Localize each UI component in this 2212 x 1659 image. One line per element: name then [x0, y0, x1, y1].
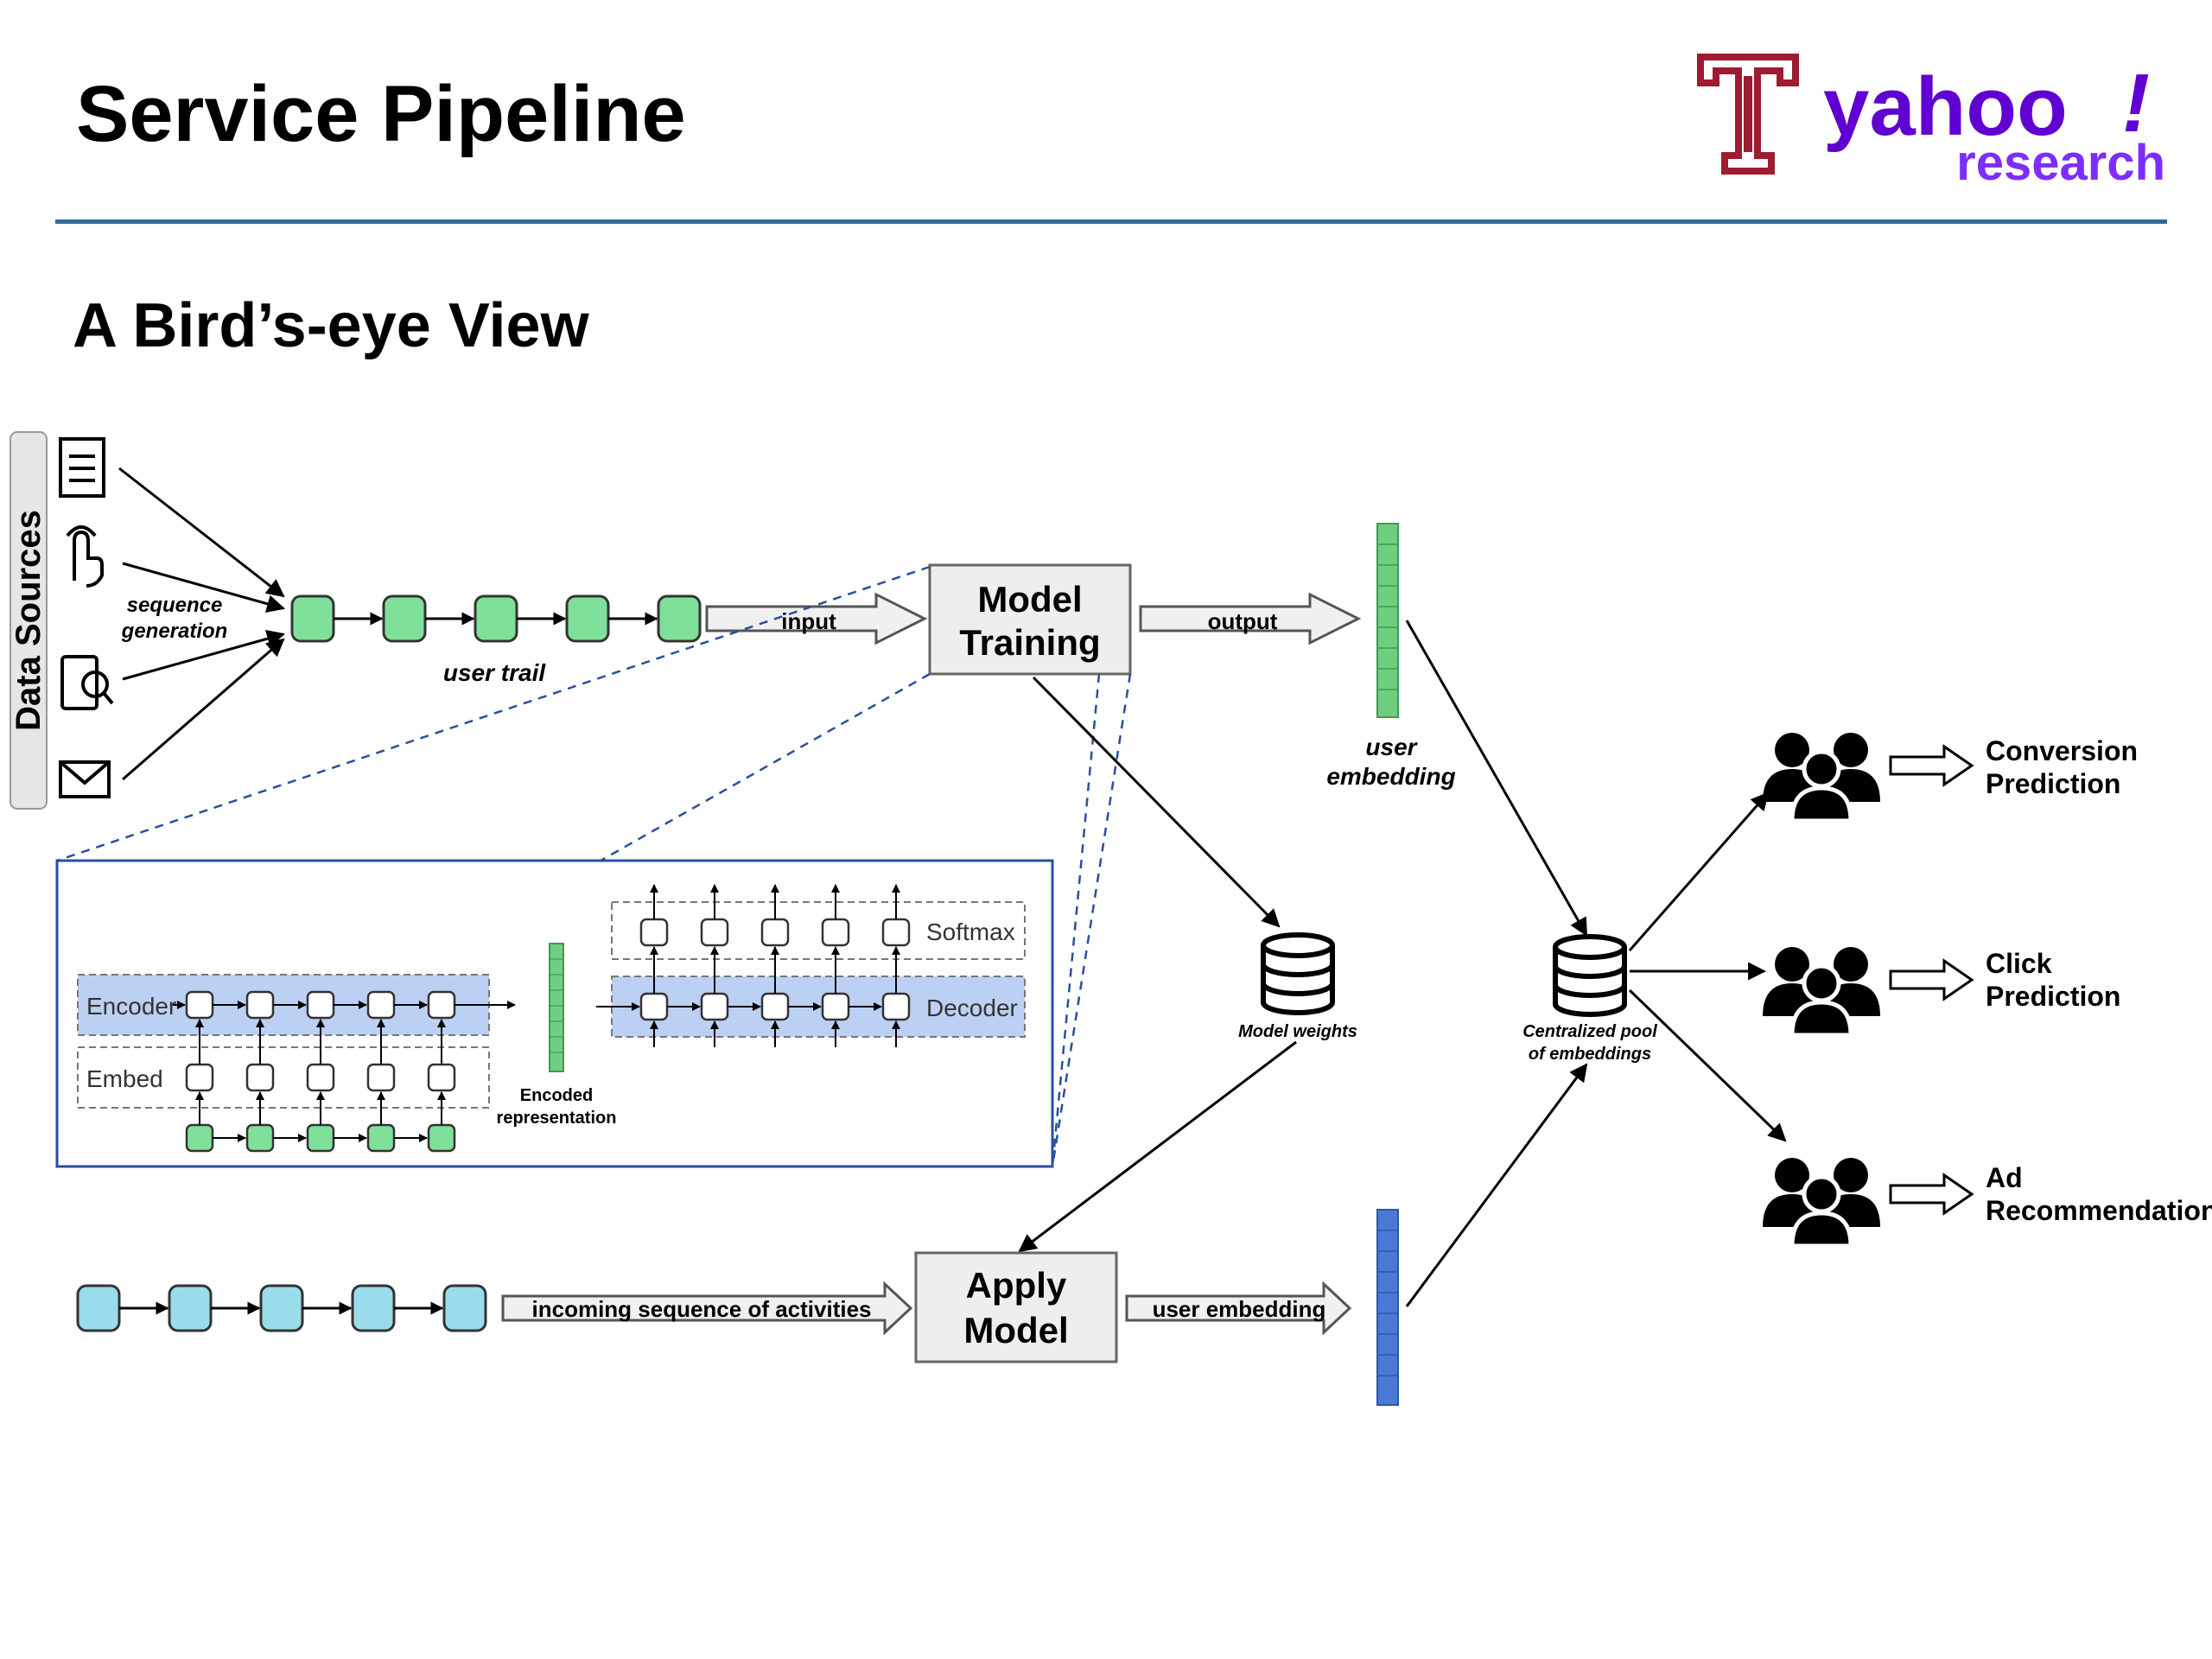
weights-to-apply-arrow — [1018, 1040, 1297, 1253]
incoming-node — [168, 1284, 213, 1332]
softmax-label: Softmax — [926, 918, 1015, 945]
apply-model-line2: Model — [963, 1310, 1068, 1351]
trail-node — [474, 594, 518, 643]
user-embedding-arrow — [1125, 1281, 1352, 1336]
input-label: input — [781, 608, 836, 634]
trail-node — [657, 594, 702, 643]
user-embedding-line2: embedding — [1326, 763, 1455, 790]
user-embedding-bottom-label: user embedding — [1153, 1296, 1326, 1322]
encoded-rep-line2: representation — [497, 1109, 617, 1128]
ad-line2: Recommendation — [1986, 1195, 2212, 1226]
apply-model-line1: Apply — [966, 1265, 1067, 1306]
section-subtitle: A Bird’s-eye View — [73, 291, 589, 360]
pool-to-conversion-arrow — [1628, 791, 1770, 951]
ad-line1: Ad — [1986, 1162, 2023, 1193]
pipeline-diagram: Data Sources sequence generation — [10, 431, 2212, 1406]
sequence-label: sequence — [127, 594, 223, 617]
incoming-arrow — [501, 1281, 913, 1336]
user-group-icon — [1763, 733, 1880, 821]
trail-node — [290, 594, 335, 643]
document-icon — [59, 437, 105, 498]
model-training-line2: Training — [959, 622, 1100, 663]
apply-model-box — [914, 1251, 1118, 1363]
data-sources-panel — [10, 431, 48, 810]
user-group-icon — [1763, 947, 1880, 1035]
trail-node — [565, 594, 610, 643]
yahoo-wordmark: yahoo — [1823, 60, 2068, 153]
user-embedding-vector — [1376, 523, 1399, 718]
encoder-label: Encoder — [86, 993, 176, 1020]
central-pool-line1: Centralized pool — [1522, 1022, 1657, 1041]
model-weights-label: Model weights — [1238, 1022, 1357, 1041]
logo: yahoo ! research — [1697, 54, 2165, 187]
incoming-node — [76, 1284, 121, 1332]
embedding-to-pool-arrow — [1405, 620, 1588, 937]
model-training-line1: Model — [977, 579, 1082, 620]
softmax-band — [611, 901, 1026, 960]
user-trail — [290, 594, 702, 643]
encoded-rep-line1: Encoded — [520, 1086, 593, 1105]
incoming-node — [259, 1284, 304, 1332]
incoming-node — [351, 1284, 396, 1332]
data-sources-label: Data Sources — [10, 510, 48, 731]
input-arrow — [705, 592, 928, 645]
conversion-block-arrow — [1889, 744, 1974, 787]
new-embedding-to-pool-arrow — [1405, 1063, 1588, 1307]
incoming-sequence — [76, 1284, 487, 1332]
embed-band — [77, 1046, 490, 1109]
source-arrow-2 — [122, 562, 286, 613]
model-training-box — [928, 563, 1132, 676]
yahoo-exclamation: ! — [2122, 57, 2150, 149]
click-line2: Prediction — [1986, 981, 2120, 1012]
source-arrow-4 — [122, 638, 285, 781]
source-arrow-1 — [118, 467, 285, 598]
mobile-search-icon — [60, 655, 114, 710]
incoming-label: incoming sequence of activities — [532, 1296, 872, 1322]
conversion-line2: Prediction — [1986, 768, 2120, 799]
conversion-line1: Conversion — [1986, 735, 2138, 766]
centralized-pool-db-icon — [1555, 937, 1624, 1014]
encoded-representation-vector — [549, 943, 564, 1072]
decoder-cells — [639, 918, 911, 1021]
ad-block-arrow — [1889, 1173, 1974, 1216]
source-arrow-3 — [122, 629, 286, 681]
temple-logo-icon — [1697, 54, 1799, 175]
training-to-weights-arrow — [1032, 676, 1281, 928]
click-block-arrow — [1889, 958, 1974, 1001]
touch-hand-icon — [66, 525, 104, 588]
output-arrow — [1139, 592, 1362, 645]
decoder-label: Decoder — [926, 995, 1018, 1021]
model-weights-db-icon — [1263, 935, 1332, 1013]
central-pool-line2: of embeddings — [1529, 1045, 1651, 1064]
incoming-node — [442, 1284, 487, 1332]
click-line1: Click — [1986, 948, 2052, 979]
embed-label: Embed — [86, 1065, 163, 1092]
page-title: Service Pipeline — [76, 70, 686, 158]
output-label: output — [1208, 608, 1278, 634]
email-icon — [59, 760, 111, 798]
user-group-icon — [1763, 1158, 1880, 1246]
research-wordmark: research — [1956, 135, 2165, 187]
zoom-lines — [56, 565, 1132, 1167]
user-trail-label: user trail — [443, 659, 546, 686]
new-user-embedding-vector — [1376, 1209, 1399, 1406]
title-divider — [55, 219, 2167, 224]
pool-to-ad-arrow — [1628, 988, 1787, 1142]
trail-node — [382, 594, 427, 643]
user-embedding-line1: user — [1365, 734, 1418, 760]
generation-label: generation — [121, 620, 228, 643]
